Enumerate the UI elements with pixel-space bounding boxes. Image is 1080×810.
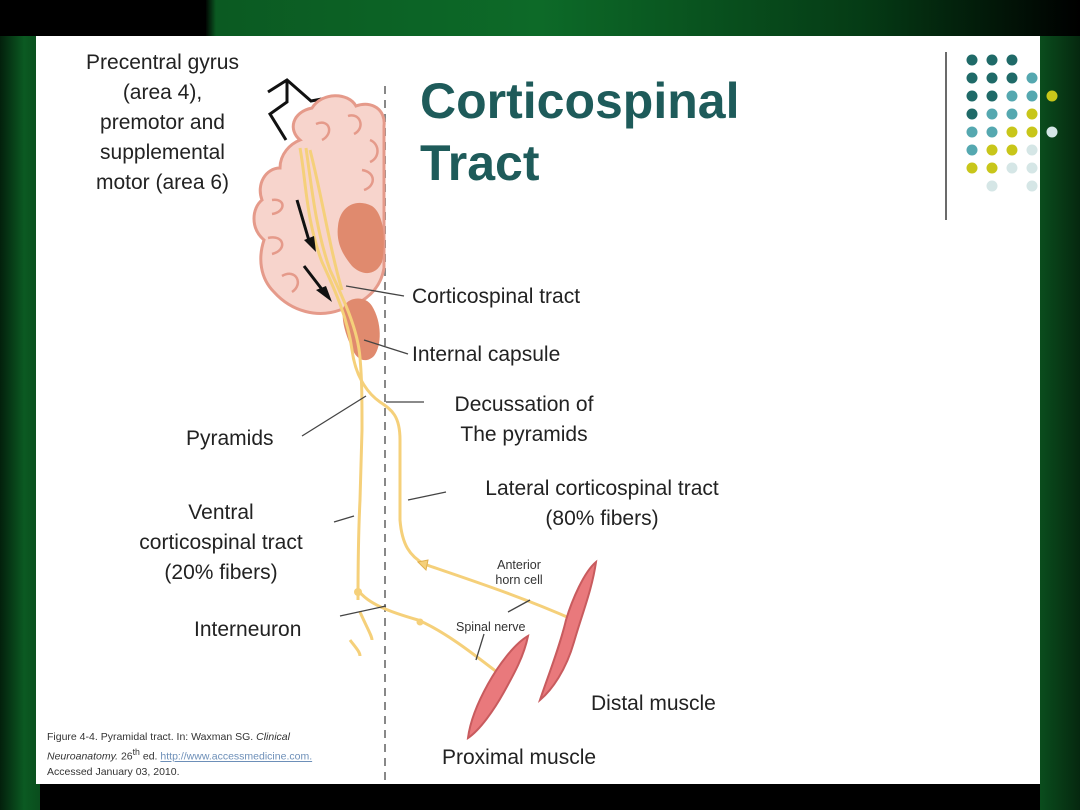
- proximal-muscle-shape: [466, 634, 530, 741]
- basal-nucleus: [337, 202, 384, 274]
- leader-lines: [301, 285, 531, 661]
- brain-folds: [267, 114, 379, 294]
- caption-journal-part-2: Neuroanatomy.: [47, 750, 119, 763]
- corticospinal-fiber-1: [298, 147, 425, 566]
- synapse-node: [416, 618, 424, 626]
- caption-line-1: Figure 4-4. Pyramidal tract. In: Waxman …: [47, 730, 417, 745]
- interneuron-node: [354, 588, 362, 596]
- background-right-band: [1040, 36, 1080, 810]
- label-lateral-line-1: Lateral corticospinal tract: [485, 477, 719, 500]
- title-line-2: Tract: [420, 135, 540, 191]
- title-divider-line: [945, 52, 947, 220]
- background-left-band: [0, 0, 40, 810]
- label-anterior-line-2: horn cell: [495, 573, 543, 587]
- caption-journal-part-1: Clinical: [256, 731, 290, 743]
- label-decussation-line-1: Decussation of: [454, 393, 594, 416]
- anterior-horn-cell: [416, 559, 429, 572]
- label-decussation-line-2: The pyramids: [460, 423, 588, 446]
- caption-edition-label: ed.: [142, 750, 158, 763]
- caption-edition-number: 26: [120, 750, 133, 763]
- caption-link[interactable]: http://www.accessmedicine.com.: [160, 750, 313, 763]
- label-precentral-line-4: supplemental: [100, 141, 225, 164]
- corticospinal-fiber-2: [304, 147, 364, 601]
- decorative-dot-grid: [966, 54, 1058, 192]
- arrowhead-2: [316, 286, 332, 302]
- label-corticospinal-tract: Corticospinal tract: [412, 285, 581, 308]
- label-ventral-line-3: (20% fibers): [164, 561, 278, 584]
- label-lateral-corticospinal-tract: Lateral corticospinal tract (80% fibers): [450, 474, 754, 534]
- label-interneuron: Interneuron: [194, 618, 302, 641]
- background-top-black: [0, 0, 206, 36]
- label-precentral-line-5: motor (area 6): [95, 171, 230, 194]
- caption-edition-suffix: th: [132, 747, 140, 757]
- caption-citation-text: Figure 4-4. Pyramidal tract. In: Waxman …: [47, 731, 254, 743]
- label-decussation: Decussation of The pyramids: [426, 390, 622, 450]
- label-anterior-line-1: Anterior: [497, 558, 541, 572]
- title-line-1: Corticospinal: [420, 73, 740, 129]
- caption-line-2: Neuroanatomy. 26th ed. http://www.access…: [47, 745, 417, 765]
- label-precentral-line-2: (area 4),: [122, 81, 203, 104]
- label-precentral-line-1: Precentral gyrus: [86, 51, 239, 74]
- spinal-nerve-lateral: [423, 562, 575, 622]
- label-distal-muscle: Distal muscle: [591, 692, 716, 715]
- label-ventral-corticospinal-tract: Ventral corticospinal tract (20% fibers): [112, 498, 330, 588]
- label-ventral-line-1: Ventral: [188, 501, 254, 524]
- label-pyramids: Pyramids: [186, 427, 274, 450]
- label-proximal-muscle: Proximal muscle: [442, 746, 597, 769]
- figure-caption: Figure 4-4. Pyramidal tract. In: Waxman …: [47, 730, 417, 780]
- label-anterior-horn-cell: Anterior horn cell: [484, 558, 554, 588]
- caption-line-3: Accessed January 03, 2010.: [47, 765, 180, 778]
- descending-arrows: [295, 199, 326, 293]
- arrowhead-1: [304, 236, 316, 252]
- label-ventral-line-2: corticospinal tract: [139, 531, 303, 554]
- distal-muscle-shape: [537, 559, 598, 704]
- interneuron-branch: [348, 611, 374, 657]
- slide-title: Corticospinal Tract: [420, 70, 739, 194]
- slide-panel: [36, 36, 1040, 784]
- label-lateral-line-2: (80% fibers): [545, 507, 659, 530]
- label-spinal-nerve: Spinal nerve: [456, 620, 526, 634]
- label-internal-capsule: Internal capsule: [412, 343, 561, 366]
- corticospinal-fiber-3: [308, 149, 344, 291]
- label-precentral-line-3: premotor and: [100, 111, 225, 134]
- label-precentral-gyrus: Precentral gyrus (area 4), premotor and …: [60, 48, 265, 198]
